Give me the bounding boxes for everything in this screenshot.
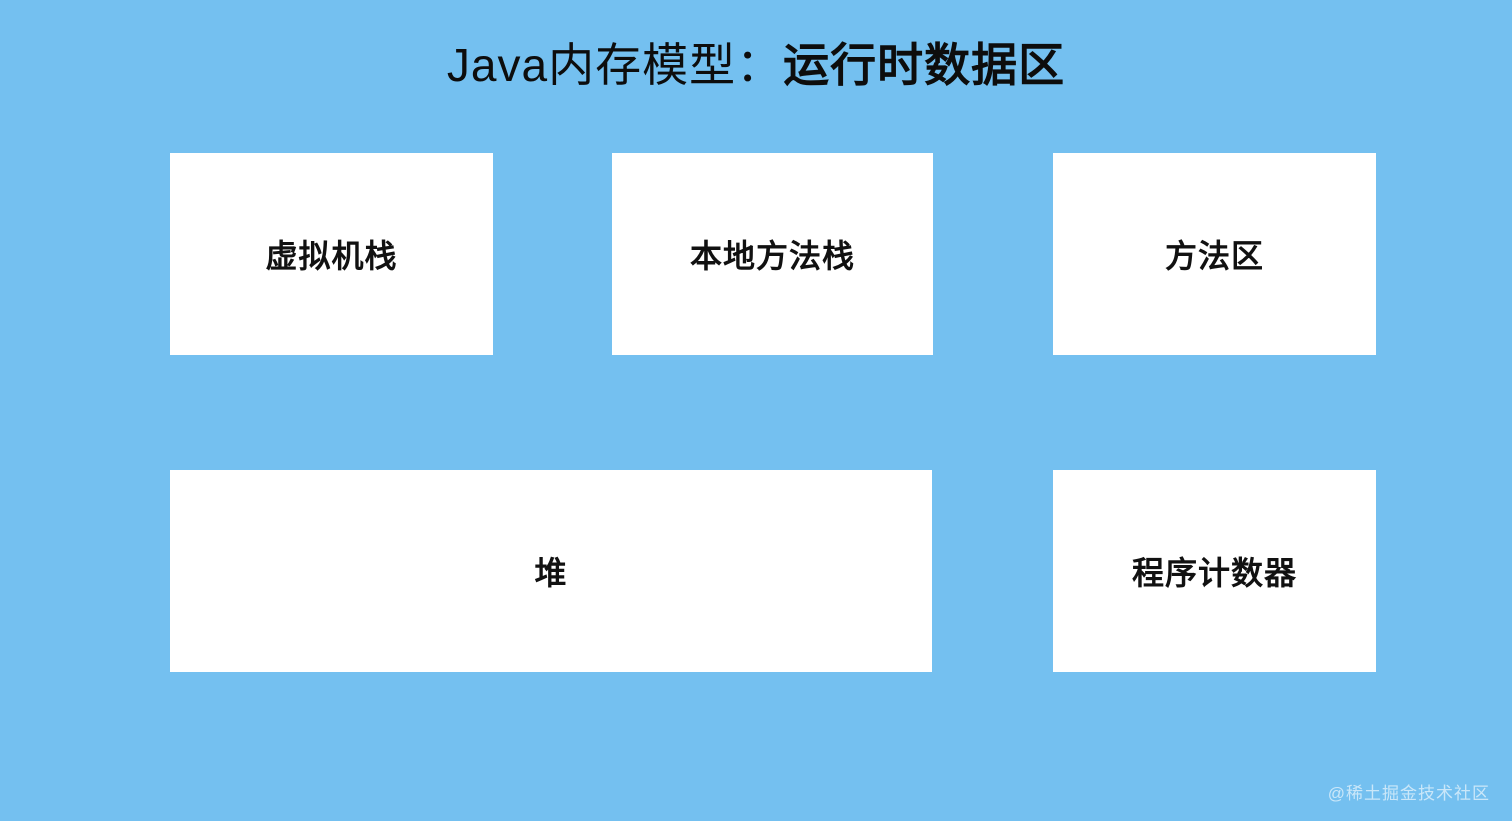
box-native-method-stack: 本地方法栈	[612, 153, 933, 355]
box-virtual-machine-stack: 虚拟机栈	[170, 153, 493, 355]
box-heap: 堆	[170, 470, 932, 672]
title-emphasis: 运行时数据区	[783, 39, 1066, 91]
box-method-area: 方法区	[1053, 153, 1376, 355]
box-virtual-machine-stack-label: 虚拟机栈	[265, 238, 398, 274]
title-prefix: Java内存模型：	[446, 39, 784, 91]
box-heap-label: 堆	[534, 555, 568, 591]
box-native-method-stack-label: 本地方法栈	[689, 238, 855, 274]
box-program-counter-label: 程序计数器	[1131, 555, 1297, 591]
watermark: @稀土掘金技术社区	[1327, 784, 1490, 803]
box-program-counter: 程序计数器	[1053, 470, 1376, 672]
box-method-area-label: 方法区	[1164, 238, 1264, 274]
diagram-title: Java内存模型：运行时数据区	[0, 40, 1512, 91]
